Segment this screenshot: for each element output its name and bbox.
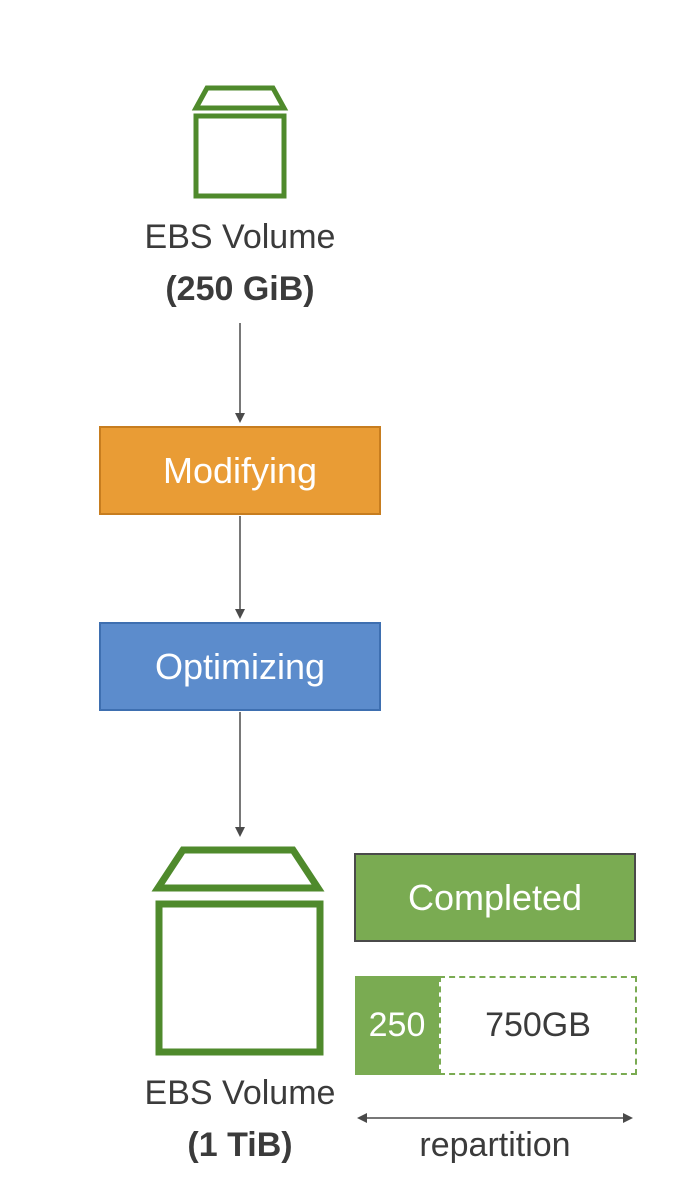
source-volume-icon	[191, 85, 289, 199]
target-volume-name: EBS Volume	[144, 1074, 336, 1112]
source-volume-size: (250 GiB)	[165, 270, 315, 308]
step-optimizing-label: Optimizing	[154, 645, 326, 687]
partition-used-segment: 250	[355, 976, 439, 1075]
step-modifying-label: Modifying	[162, 449, 318, 491]
step-modifying: Modifying	[99, 426, 381, 515]
source-volume-name: EBS Volume	[144, 218, 336, 256]
partition-used-label: 250	[368, 1006, 426, 1044]
step-optimizing: Optimizing	[99, 622, 381, 711]
target-volume-size: (1 TiB)	[187, 1126, 293, 1164]
partition-free-segment: 750GB	[439, 976, 637, 1075]
target-volume-icon	[151, 846, 325, 1056]
partition-free-label: 750GB	[485, 1006, 591, 1044]
status-completed-label: Completed	[407, 876, 583, 918]
repartition-caption: repartition	[419, 1126, 571, 1164]
status-completed: Completed	[354, 853, 636, 942]
